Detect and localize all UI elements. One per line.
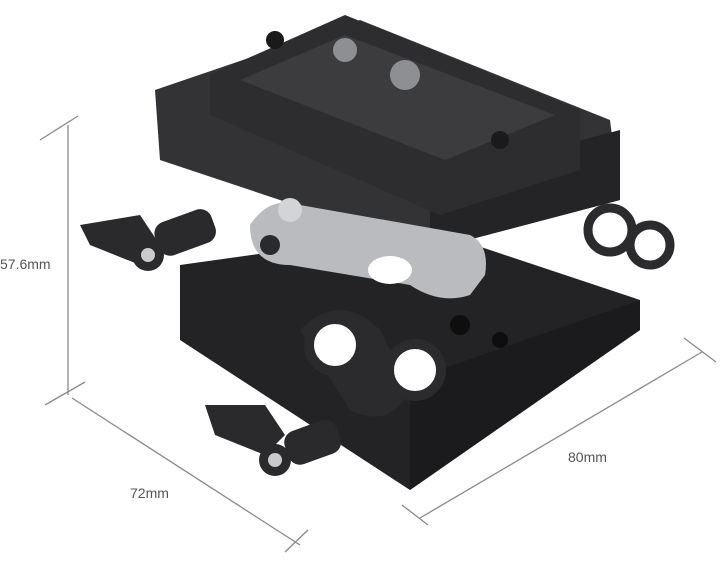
depth-dimension-label: 72mm xyxy=(130,485,169,501)
locking-lever xyxy=(250,198,486,299)
height-dimension-label: 57.6mm xyxy=(0,256,51,272)
dimension-lines xyxy=(39,115,717,553)
width-dimension-label: 80mm xyxy=(568,449,607,465)
thumb-screws xyxy=(80,209,342,476)
depth-dimension-line xyxy=(71,397,301,546)
rod-clamps xyxy=(300,203,675,417)
quick-release-plate xyxy=(210,15,580,215)
width-dimension-line xyxy=(419,351,703,519)
